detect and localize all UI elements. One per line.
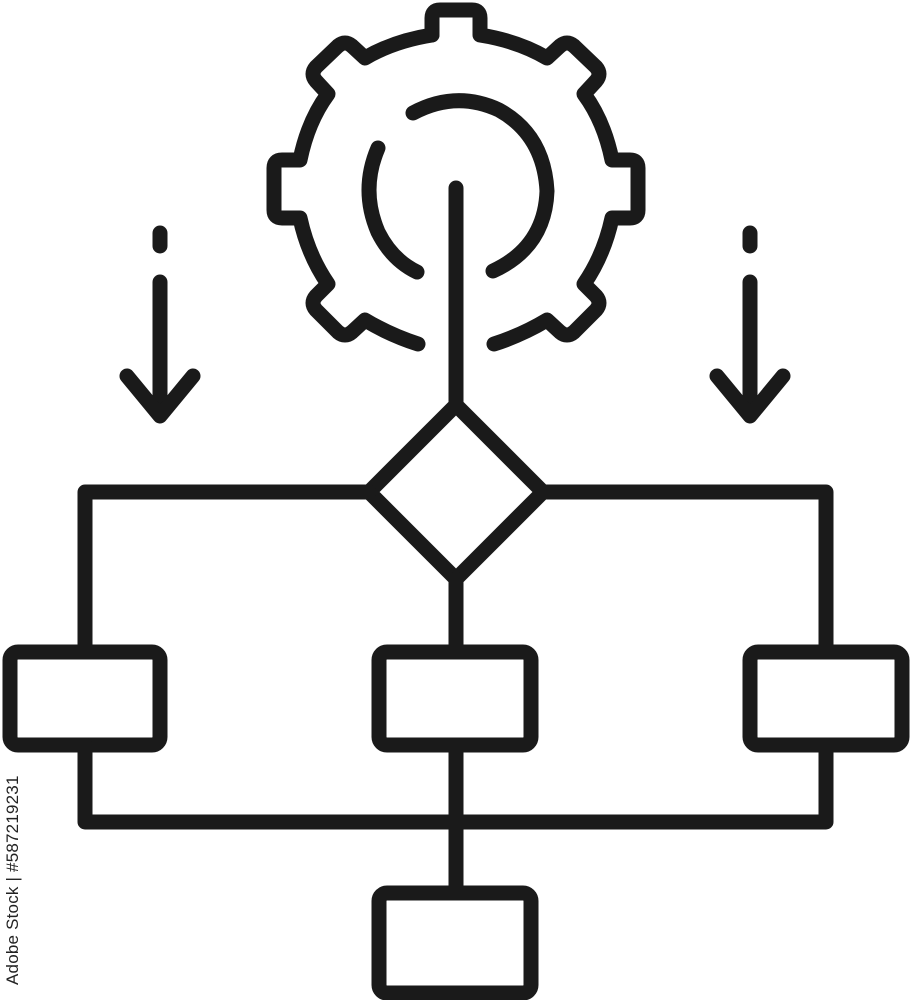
process-box-center — [371, 644, 539, 753]
gear-icon — [266, 2, 646, 352]
branch-right-top — [535, 484, 834, 660]
merge-right — [448, 737, 834, 830]
touch-ring-outer — [405, 93, 555, 279]
merge-left — [77, 737, 464, 830]
touch-ring-inner — [361, 140, 425, 280]
arrow-down-icon — [119, 225, 201, 424]
process-box-left — [2, 644, 168, 753]
gear-outline — [424, 2, 646, 352]
decision-diamond — [361, 397, 551, 587]
gear-outline-left — [266, 27, 440, 352]
stock-watermark: Adobe Stock | #587219231 — [3, 775, 22, 985]
process-box-bottom — [371, 885, 539, 1000]
arrow-right-head — [709, 368, 791, 424]
arrow-down-icon — [709, 225, 791, 424]
arrow-left-head — [119, 368, 201, 424]
process-box-right — [742, 644, 910, 753]
branch-left-top — [77, 484, 377, 660]
touch-icon — [361, 93, 555, 411]
